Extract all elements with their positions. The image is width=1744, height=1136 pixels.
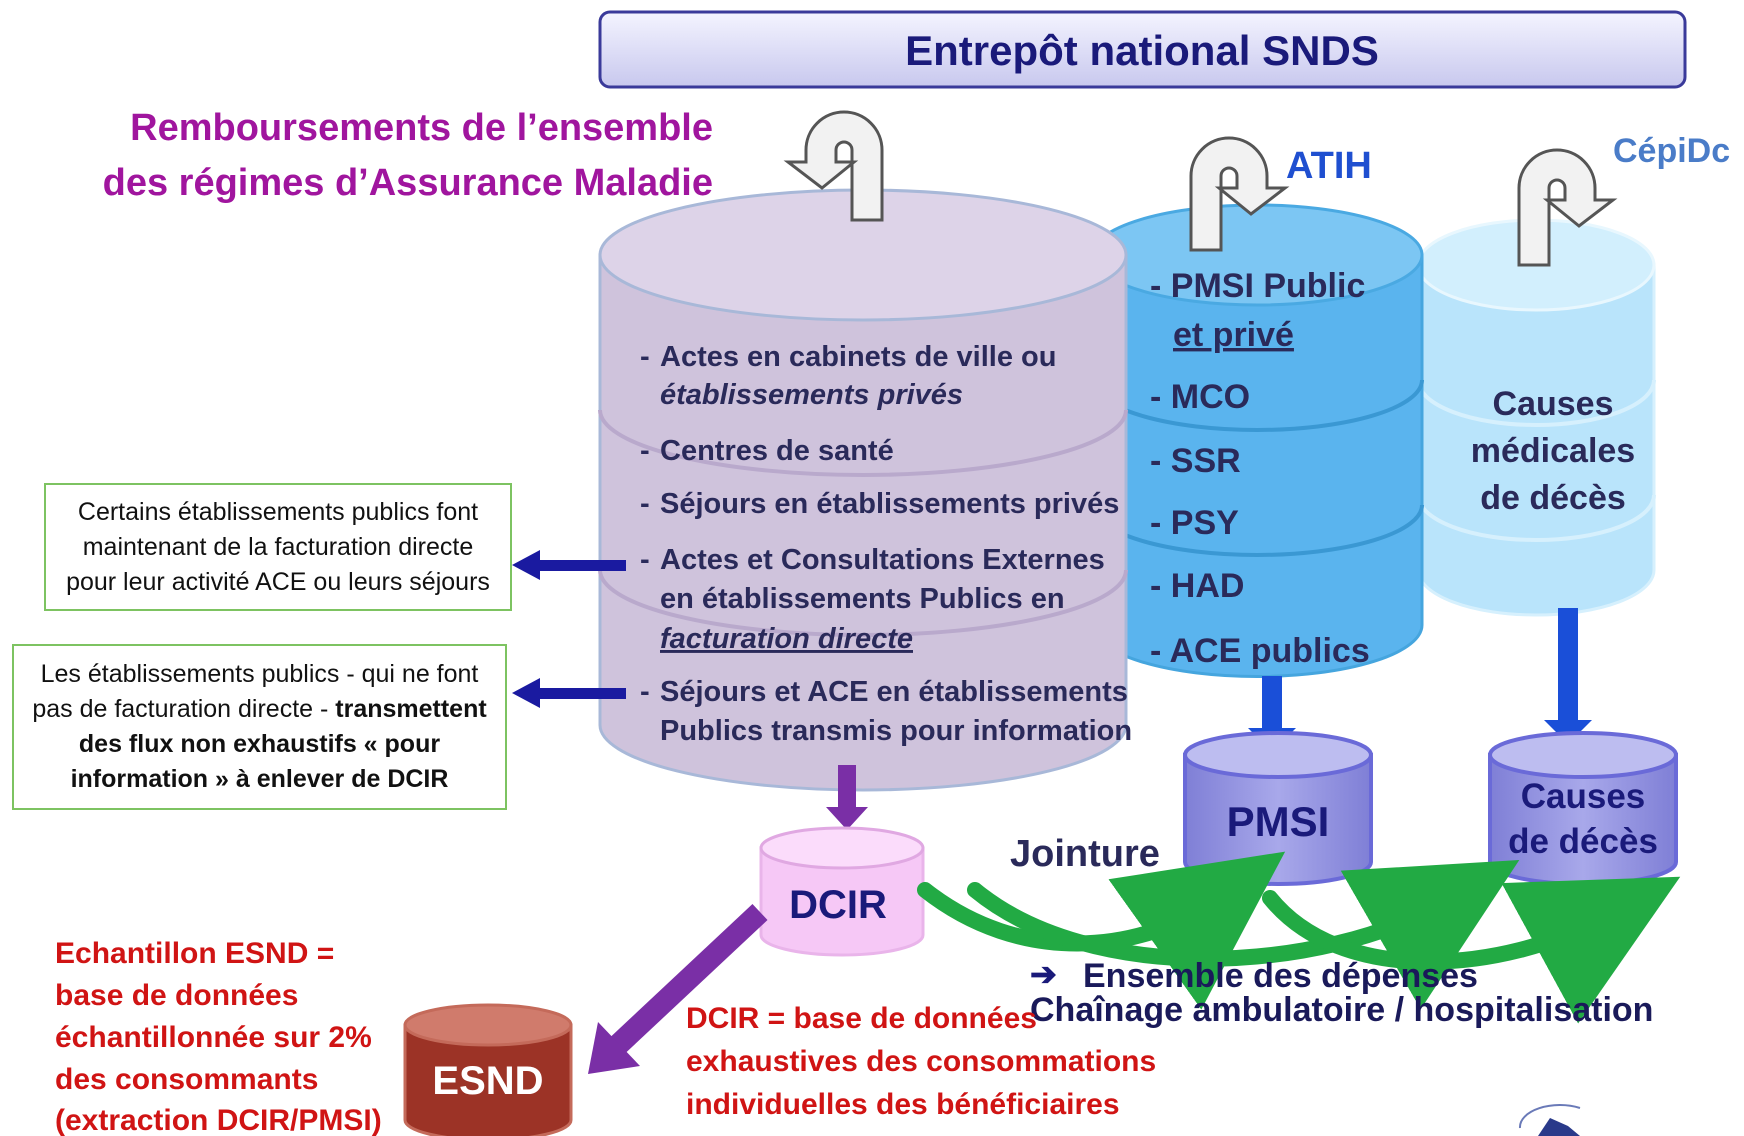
ensemble-line2: Chaînage ambulatoire / hospitalisation (1030, 991, 1653, 1029)
cepidc-causes-line1: Causes (1493, 385, 1614, 423)
arrow-to-direct-billing-note (512, 550, 626, 580)
arrow-main-to-dcir (826, 765, 868, 830)
page-title: Entrepôt national SNDS (905, 27, 1379, 74)
svg-text:- PSY: - PSY (1150, 504, 1239, 542)
atih-list: - PMSI Public et privé - MCO - SSR - PSY… (1150, 267, 1370, 670)
info-flux-note-line1: Les établissements publics - qui ne font (40, 660, 479, 688)
main-uturn-arrow (783, 110, 884, 222)
svg-text:Séjours et ACE en établissemen: Séjours et ACE en établissements (660, 676, 1128, 708)
jointure-arrows (917, 851, 1681, 1024)
svg-text:- PMSI Public: - PMSI Public (1150, 267, 1365, 305)
remboursements-heading-line2: des régimes d’Assurance Maladie (103, 162, 713, 204)
main-db-item-2: - Centres de santé (640, 435, 894, 467)
svg-text:Actes et Consultations Externe: Actes et Consultations Externes (660, 544, 1105, 576)
arrow-cepidc-to-causes (1544, 608, 1592, 744)
cepidc-uturn-arrow (1517, 148, 1618, 267)
esnd-database (403, 1003, 573, 1136)
svg-text:- MCO: - MCO (1150, 378, 1250, 416)
dcir-database (759, 826, 925, 957)
dcir-definition-line3: individuelles des bénéficiaires (686, 1088, 1120, 1121)
causes-deces-line1: Causes (1521, 777, 1646, 816)
echantillon-line3: échantillonnée sur 2% (55, 1021, 372, 1054)
info-flux-note-line2-normal: pas de facturation directe - (32, 695, 336, 723)
svg-text:- SSR: - SSR (1150, 442, 1241, 480)
ensemble-arrow: ➔ (1030, 956, 1057, 992)
cepidc-causes-line2: médicales (1471, 432, 1635, 470)
svg-text:- ACE publics: - ACE publics (1150, 632, 1370, 670)
dcir-definition-line2: exhaustives des consommations (686, 1045, 1156, 1078)
svg-text:-: - (640, 676, 650, 708)
echantillon-line1: Echantillon ESND = (55, 937, 334, 970)
info-flux-note-line2-bold: transmettent (335, 695, 487, 723)
direct-billing-note-line1: Certains établissements publics font (77, 497, 479, 526)
info-flux-note-line4-text: information » à enlever de DCIR (70, 765, 449, 793)
pmsi-label: PMSI (1227, 798, 1330, 845)
svg-text:Publics transmis pour informat: Publics transmis pour information (660, 715, 1132, 747)
svg-text:facturation directe: facturation directe (660, 623, 913, 655)
dcir-label: DCIR (789, 883, 887, 927)
svg-text:-: - (640, 544, 650, 576)
info-flux-note-line3: des flux non exhaustifs « pour (14, 727, 505, 762)
arrow-dcir-to-esnd (588, 903, 768, 1074)
svg-text:Centres de santé: Centres de santé (660, 435, 894, 467)
info-flux-note-line3-text: des flux non exhaustifs « pour (78, 730, 441, 758)
esnd-label: ESND (432, 1059, 543, 1103)
cepidc-label: CépiDc (1613, 132, 1730, 170)
main-db-item-5: - Séjours et ACE en établissements Publi… (640, 676, 1132, 747)
direct-billing-note-line2: maintenant de la facturation directe (82, 532, 474, 561)
dcir-definition-line1: DCIR = base de données (686, 1002, 1037, 1035)
title-box (598, 10, 1687, 89)
svg-text:et privé: et privé (1173, 316, 1294, 354)
info-flux-note-line2: pas de facturation directe - transmetten… (14, 692, 505, 727)
svg-text:-: - (640, 435, 650, 467)
main-db-item-1: - Actes en cabinets de ville ou établiss… (640, 341, 1056, 411)
remboursements-heading-line1: Remboursements de l’ensemble (130, 107, 713, 149)
jointure-label: Jointure (1010, 833, 1160, 875)
info-flux-note-line4: information » à enlever de DCIR (14, 762, 505, 797)
svg-text:Séjours en établissements priv: Séjours en établissements privés (660, 488, 1119, 520)
causes-deces-database (1488, 731, 1678, 886)
main-reimbursement-database (598, 188, 1128, 792)
svg-text:-: - (640, 488, 650, 520)
direct-billing-note-line3: pour leur activité ACE ou leurs séjours (66, 567, 490, 596)
svg-text:- HAD: - HAD (1150, 567, 1244, 605)
svg-text:Actes en cabinets de ville ou: Actes en cabinets de ville ou (660, 341, 1056, 373)
ensemble-line1: Ensemble des dépenses (1083, 957, 1478, 995)
causes-deces-line2: de décès (1508, 822, 1658, 861)
echantillon-line5: (extraction DCIR/PMSI) (55, 1104, 382, 1136)
direct-billing-note: Certains établissements publics font mai… (44, 483, 512, 611)
atih-uturn-arrow (1189, 136, 1290, 252)
svg-text:en établissements Publics en: en établissements Publics en (660, 583, 1065, 615)
echantillon-line4: des consommants (55, 1063, 318, 1096)
arrow-to-info-note (512, 678, 626, 708)
atih-label: ATIH (1286, 145, 1372, 187)
svg-text:établissements privés: établissements privés (660, 379, 963, 411)
main-db-item-4: - Actes et Consultations Externes en éta… (640, 544, 1105, 655)
main-db-item-3: - Séjours en établissements privés (640, 488, 1119, 520)
info-flux-note: Les établissements publics - qui ne font… (12, 644, 507, 810)
svg-text:-: - (640, 341, 650, 373)
institution-logo (1518, 1104, 1581, 1136)
echantillon-line2: base de données (55, 979, 298, 1012)
cepidc-causes-line3: de décès (1480, 479, 1626, 517)
